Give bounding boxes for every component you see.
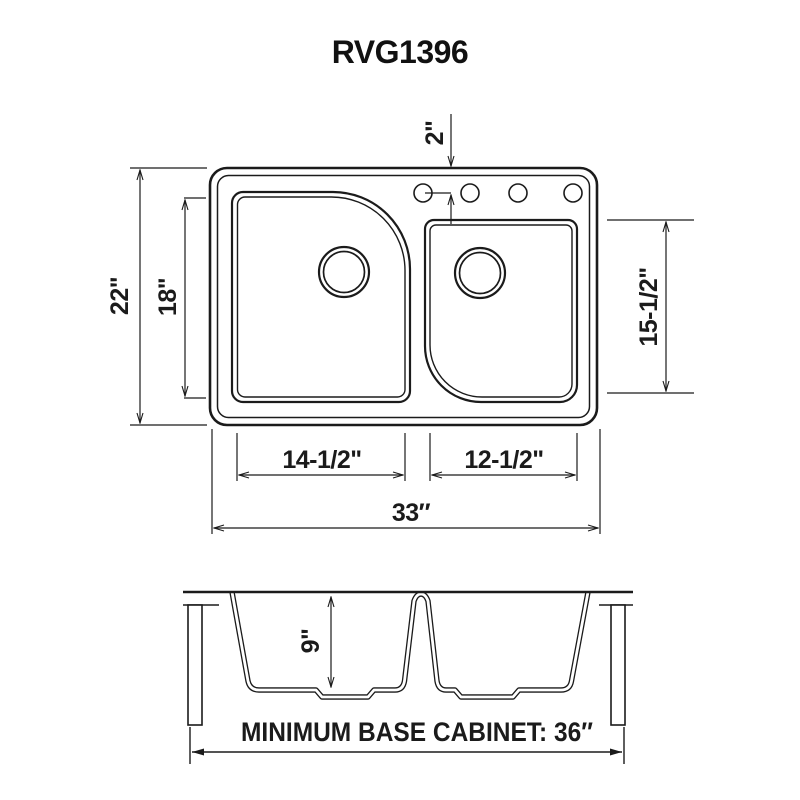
left-drain-outer bbox=[317, 245, 371, 299]
page-title: RVG1396 bbox=[332, 34, 468, 70]
dim-label-right-bowl-depth: 15-1/2" bbox=[635, 267, 663, 346]
faucet-hole-3 bbox=[508, 183, 528, 203]
sink-inner-rim bbox=[216, 174, 591, 419]
dim-label-left-bowl-depth: 18" bbox=[154, 278, 182, 316]
top-view-dimensions bbox=[130, 114, 694, 534]
dim-label-hole-offset: 2" bbox=[421, 121, 449, 146]
right-drain-outer bbox=[453, 246, 507, 300]
dim-label-right-bowl-width: 12-1/2" bbox=[464, 446, 543, 474]
cabinet-note: MINIMUM BASE CABINET: 36″ bbox=[241, 717, 593, 747]
sink-front-view bbox=[183, 590, 633, 764]
left-bowl-outline bbox=[230, 190, 412, 404]
dim-label-overall-width: 33″ bbox=[392, 499, 431, 527]
faucet-hole-4 bbox=[563, 183, 583, 203]
cabinet-side-left bbox=[187, 604, 203, 726]
cabinet-side-right bbox=[610, 604, 626, 726]
sink-top-view bbox=[208, 166, 599, 427]
right-drain-inner bbox=[458, 251, 502, 295]
right-bowl-outline bbox=[423, 218, 579, 404]
right-bowl-inner-outline bbox=[429, 224, 573, 398]
left-bowl-inner-outline bbox=[236, 196, 406, 398]
sink-outer-rim bbox=[208, 166, 599, 427]
dim-label-left-bowl-width: 14-1/2" bbox=[282, 446, 361, 474]
faucet-hole-2 bbox=[460, 183, 480, 203]
dim-label-bowl-depth: 9" bbox=[297, 629, 325, 654]
bowl-section-wall-inner bbox=[230, 591, 590, 699]
dim-label-overall-depth: 22" bbox=[106, 277, 134, 315]
left-drain-inner bbox=[322, 250, 366, 294]
